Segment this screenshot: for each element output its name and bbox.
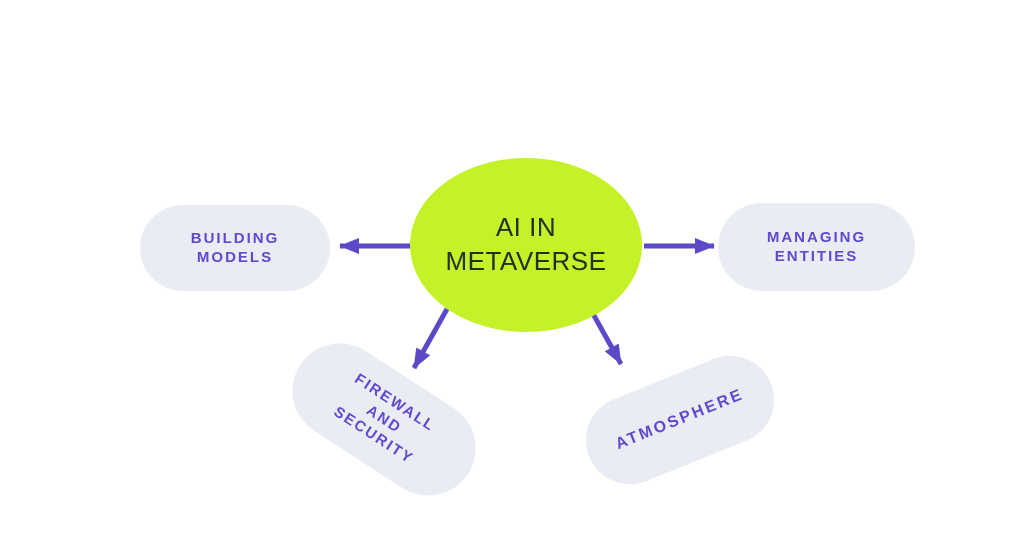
- node-label-managing-entities: MANAGING ENTITIES: [766, 228, 867, 266]
- center-node-ai-in-metaverse: AI IN METAVERSE: [410, 158, 642, 332]
- arrow-to-atmosphere: [589, 310, 624, 366]
- center-node-label: AI IN METAVERSE: [445, 212, 607, 276]
- node-managing-entities: MANAGING ENTITIES: [718, 203, 915, 291]
- node-label-atmosphere: ATMOSPHERE: [613, 385, 747, 453]
- arrow-to-firewall-and-security: [411, 307, 450, 370]
- node-building-models: BUILDING MODELS: [140, 205, 330, 291]
- node-label-building-models: BUILDING MODELS: [190, 229, 280, 267]
